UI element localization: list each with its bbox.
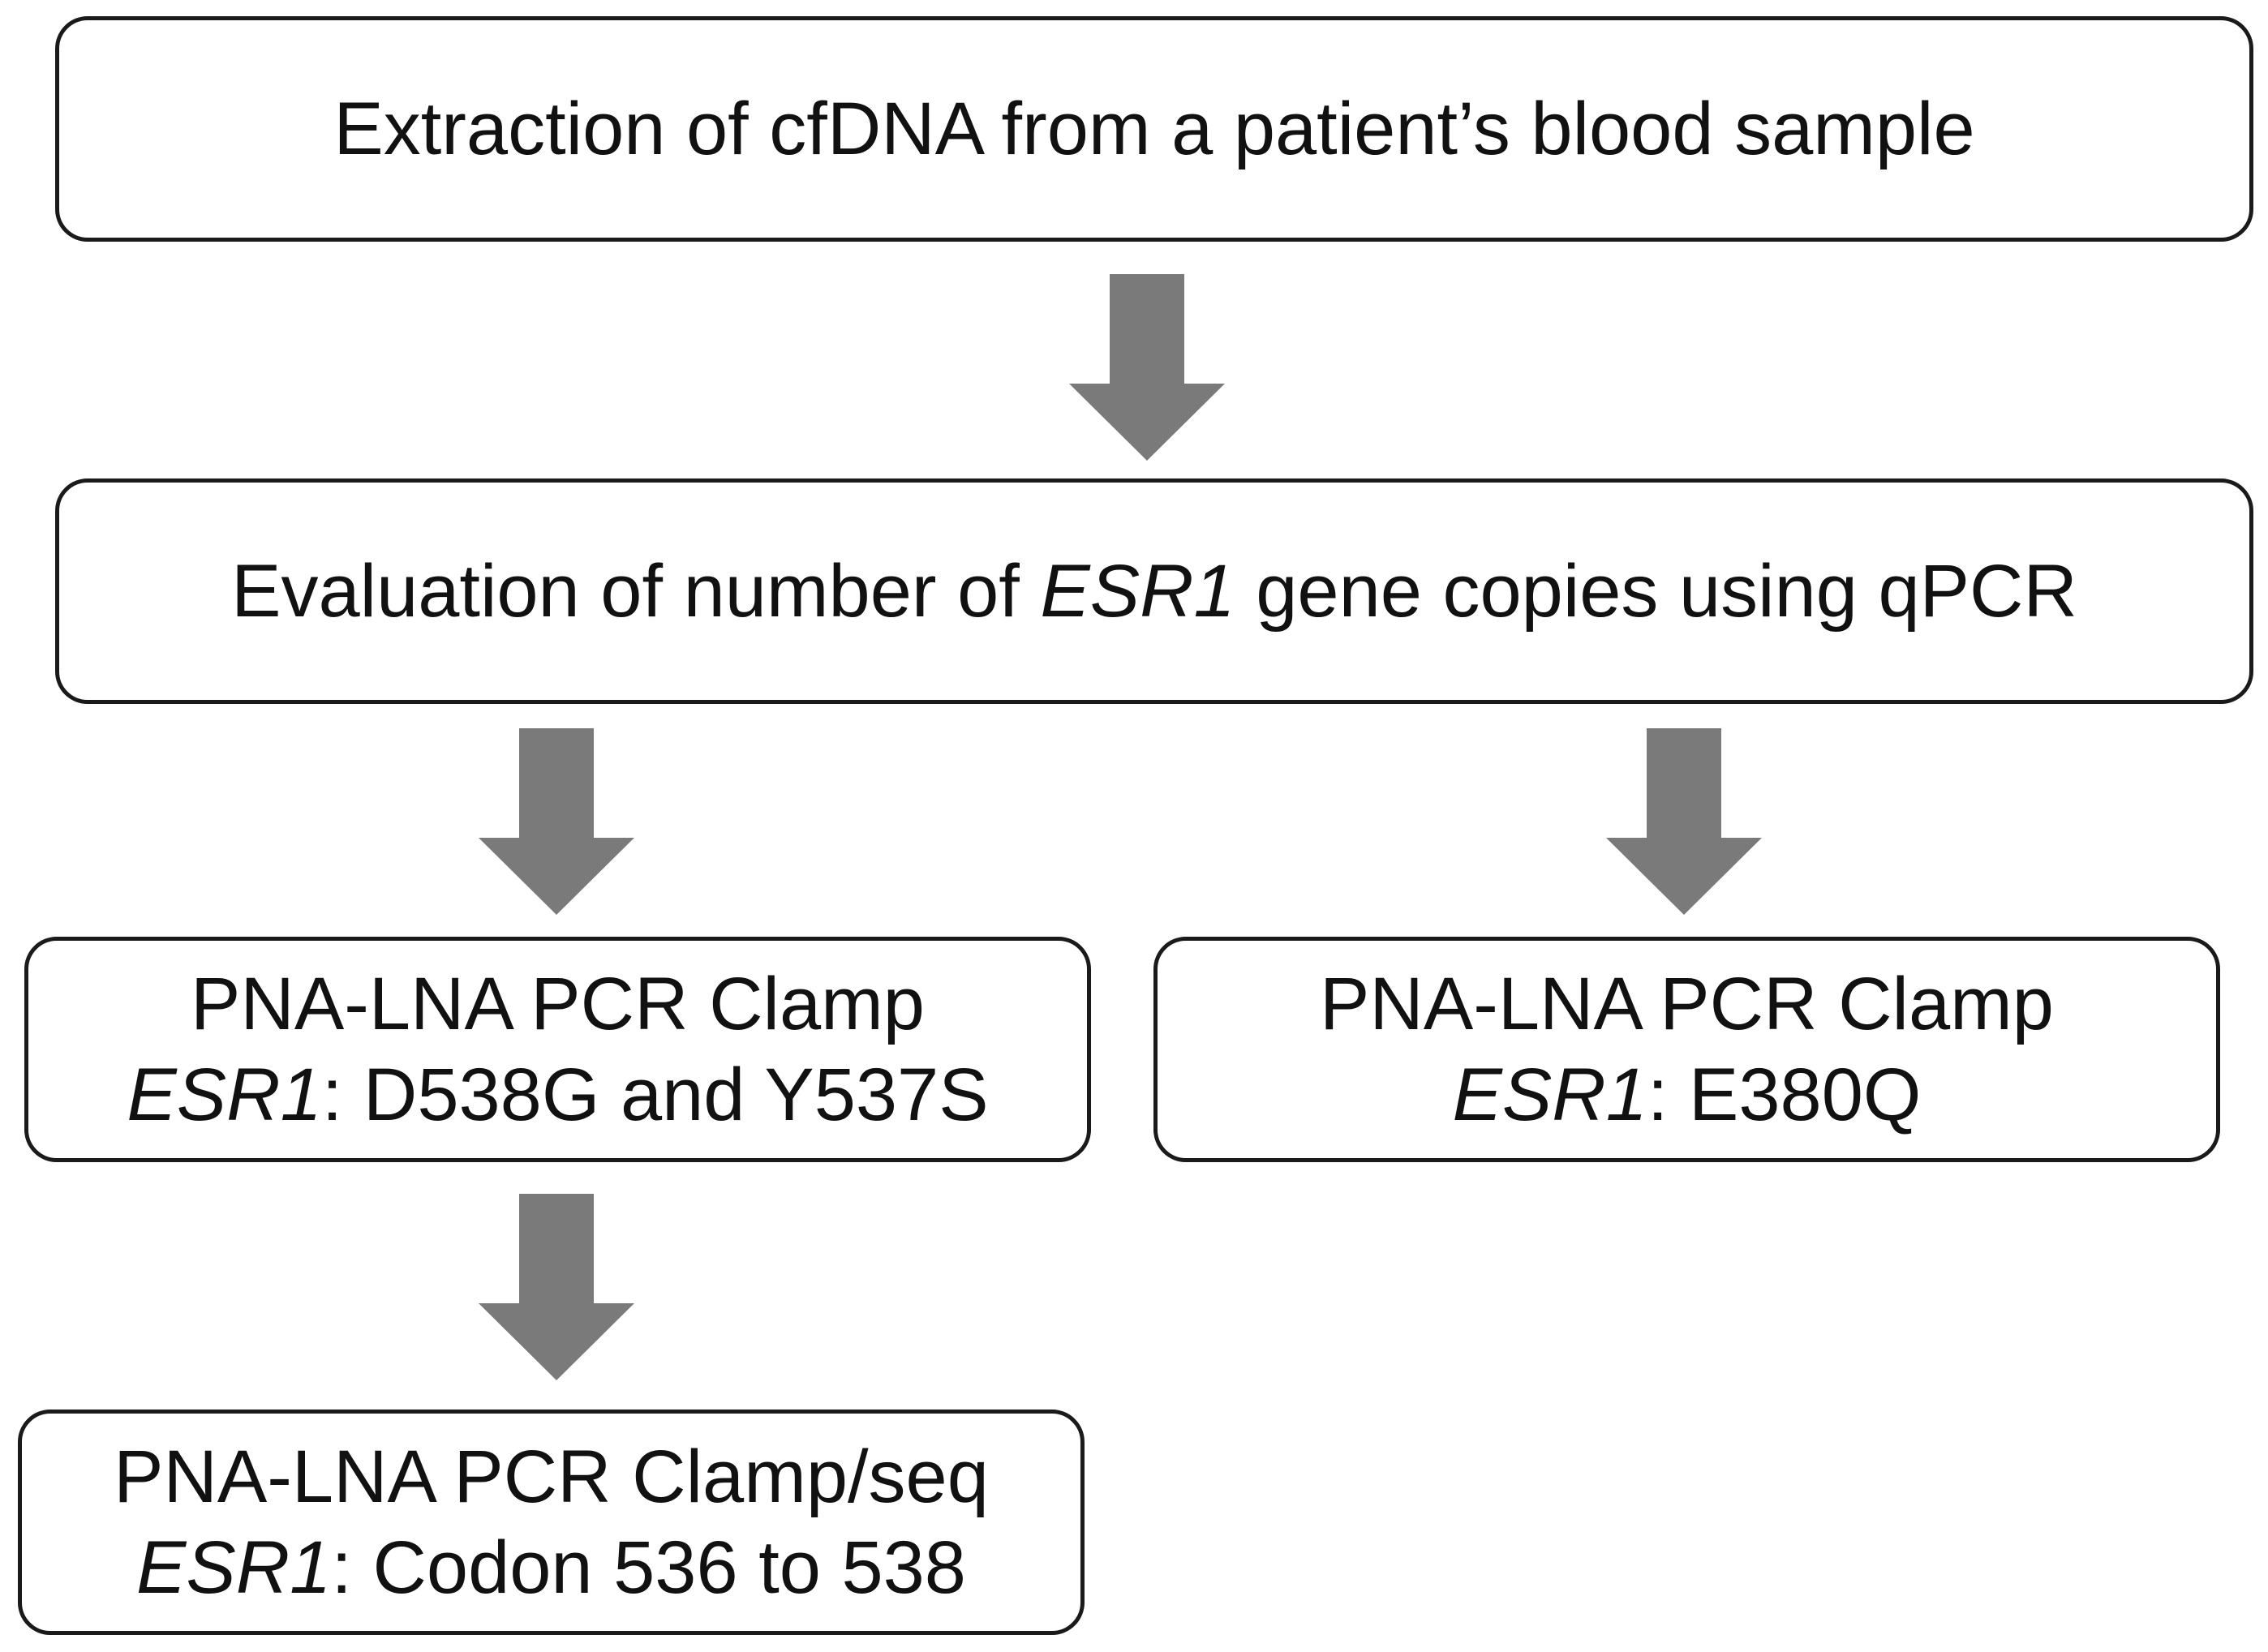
clamp-d538g-y537s-box: PNA-LNA PCR Clamp ESR1: D538G and Y537S bbox=[24, 937, 1091, 1162]
clamp-left-gene: ESR1 bbox=[127, 1053, 322, 1136]
down-arrow-2-left bbox=[479, 728, 634, 915]
clamp-e380q-box: PNA-LNA PCR Clamp ESR1: E380Q bbox=[1153, 937, 2220, 1162]
clamp-seq-codons: : Codon 536 to 538 bbox=[331, 1526, 966, 1609]
clamp-left-line1: PNA-LNA PCR Clamp bbox=[191, 962, 925, 1045]
clamp-right-line1: PNA-LNA PCR Clamp bbox=[1320, 962, 2054, 1045]
clamp-left-line2: ESR1: D538G and Y537S bbox=[127, 1049, 988, 1140]
clamp-seq-line2: ESR1: Codon 536 to 538 bbox=[136, 1522, 966, 1613]
clamp-seq-gene: ESR1 bbox=[136, 1526, 332, 1609]
down-arrow-icon bbox=[479, 1194, 634, 1380]
down-arrow-icon bbox=[1069, 274, 1225, 461]
step-qpcr-text: Evaluation of number of ESR1 gene copies… bbox=[231, 546, 2077, 637]
clamp-right-gene: ESR1 bbox=[1452, 1053, 1647, 1136]
down-arrow-2-right bbox=[1606, 728, 1762, 915]
step-extraction-text: Extraction of cfDNA from a patient’s blo… bbox=[333, 87, 1975, 170]
step-extraction-box: Extraction of cfDNA from a patient’s blo… bbox=[55, 16, 2253, 242]
clamp-right-line2: ESR1: E380Q bbox=[1453, 1049, 1922, 1140]
step-qpcr-box: Evaluation of number of ESR1 gene copies… bbox=[55, 478, 2253, 704]
down-arrow-1 bbox=[1069, 274, 1225, 461]
step-qpcr-prefix: Evaluation of number of bbox=[231, 549, 1041, 633]
clamp-right-mutations: : E380Q bbox=[1647, 1053, 1922, 1136]
clamp-seq-codon-box: PNA-LNA PCR Clamp/seq ESR1: Codon 536 to… bbox=[18, 1410, 1085, 1635]
clamp-left-mutations: : D538G and Y537S bbox=[321, 1053, 989, 1136]
step-qpcr-gene: ESR1 bbox=[1040, 549, 1235, 633]
down-arrow-icon bbox=[479, 728, 634, 915]
down-arrow-3-left bbox=[479, 1194, 634, 1380]
down-arrow-icon bbox=[1606, 728, 1762, 915]
step-qpcr-suffix: gene copies using qPCR bbox=[1235, 549, 2077, 633]
clamp-seq-line1: PNA-LNA PCR Clamp/seq bbox=[114, 1435, 989, 1518]
